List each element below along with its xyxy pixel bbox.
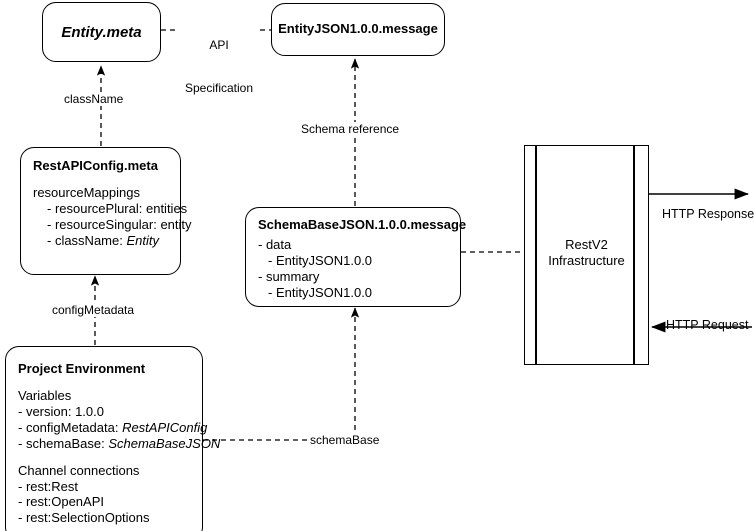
node-project-environment-variables-header: Variables [18, 388, 72, 404]
edge-label-config-metadata: configMetadata [50, 303, 137, 318]
spacer [33, 174, 168, 185]
node-project-environment-channel-1: - rest:OpenAPI [18, 494, 104, 510]
node-entity-json-message[interactable]: EntityJSON1.0.0.message [271, 3, 445, 56]
node-rest-v2-infrastructure-line2: Infrastructure [548, 253, 625, 269]
node-entity-json-message-label: EntityJSON1.0.0.message [278, 21, 438, 37]
io-label-http-request: HTTP Request [666, 318, 749, 332]
node-entity-meta-label: Entity.meta [61, 23, 142, 41]
node-project-environment-variable-2-prefix: - schemaBase: [18, 435, 109, 451]
node-schema-base-message-item-1: - EntityJSON1.0.0 [268, 253, 373, 269]
node-rest-api-config-title: RestAPIConfig.meta [33, 158, 158, 173]
node-project-environment-variable-2: - schemaBase: SchemaBaseJSON [18, 435, 220, 452]
node-rest-api-config[interactable]: RestAPIConfig.meta resourceMappings - re… [20, 147, 192, 275]
node-schema-base-message[interactable]: SchemaBaseJSON.1.0.0.message - data - En… [245, 207, 467, 307]
spacer [18, 452, 190, 463]
edge-label-schema-base: schemaBase [308, 433, 382, 448]
node-rest-v2-infrastructure-label: RestV2 Infrastructure [524, 237, 649, 270]
node-project-environment-variable-0: - version: 1.0.0 [18, 404, 104, 420]
node-rest-api-config-item-2-value: Entity [126, 232, 159, 248]
node-rest-api-config-section: resourceMappings [33, 185, 140, 201]
node-project-environment-title: Project Environment [18, 361, 146, 376]
node-rest-v2-infrastructure[interactable]: RestV2 Infrastructure [524, 145, 649, 365]
io-label-http-response: HTTP Response [662, 207, 754, 221]
component-outline [524, 145, 649, 365]
node-project-environment-variable-1-prefix: - configMetadata: [18, 419, 123, 435]
edge-schema-base [203, 307, 360, 441]
node-rest-api-config-item-0: - resourcePlural: entities [47, 201, 188, 217]
component-right-bar [633, 145, 635, 365]
component-left-bar [535, 145, 537, 365]
node-project-environment-channel-2: - rest:SelectionOptions [18, 510, 150, 526]
node-schema-base-message-item-2: - summary [258, 268, 320, 284]
node-rest-api-config-item-1: - resourceSingular: entity [47, 216, 192, 232]
edge-label-class-name: className [62, 92, 126, 107]
node-project-environment-variable-2-value: SchemaBaseJSON [108, 435, 221, 451]
node-project-environment-variable-1: - configMetadata: RestAPIConfig [18, 419, 207, 436]
node-schema-base-message-item-3: - EntityJSON1.0.0 [268, 284, 373, 300]
edge-label-api-specification-line2: Specification [184, 80, 254, 95]
node-rest-api-config-item-2: - className: Entity [33, 233, 168, 249]
node-rest-api-config-item-2-prefix: - className: [47, 232, 127, 248]
node-project-environment-channel-0: - rest:Rest [18, 478, 78, 494]
edge-label-api-specification-line1: API [209, 38, 229, 53]
edge-label-schema-reference: Schema reference [299, 122, 402, 137]
node-project-environment[interactable]: Project Environment Variables - version:… [5, 346, 220, 531]
node-entity-meta[interactable]: Entity.meta [42, 2, 161, 62]
node-rest-v2-infrastructure-line1: RestV2 [565, 237, 608, 252]
node-schema-base-message-title: SchemaBaseJSON.1.0.0.message [258, 217, 467, 232]
node-project-environment-variable-1-value: RestAPIConfig [122, 419, 208, 435]
node-schema-base-message-item-0: - data [258, 237, 292, 253]
node-project-environment-channels-header: Channel connections [18, 462, 140, 478]
edge-label-api-specification: API Specification [178, 10, 260, 124]
spacer [18, 377, 190, 388]
